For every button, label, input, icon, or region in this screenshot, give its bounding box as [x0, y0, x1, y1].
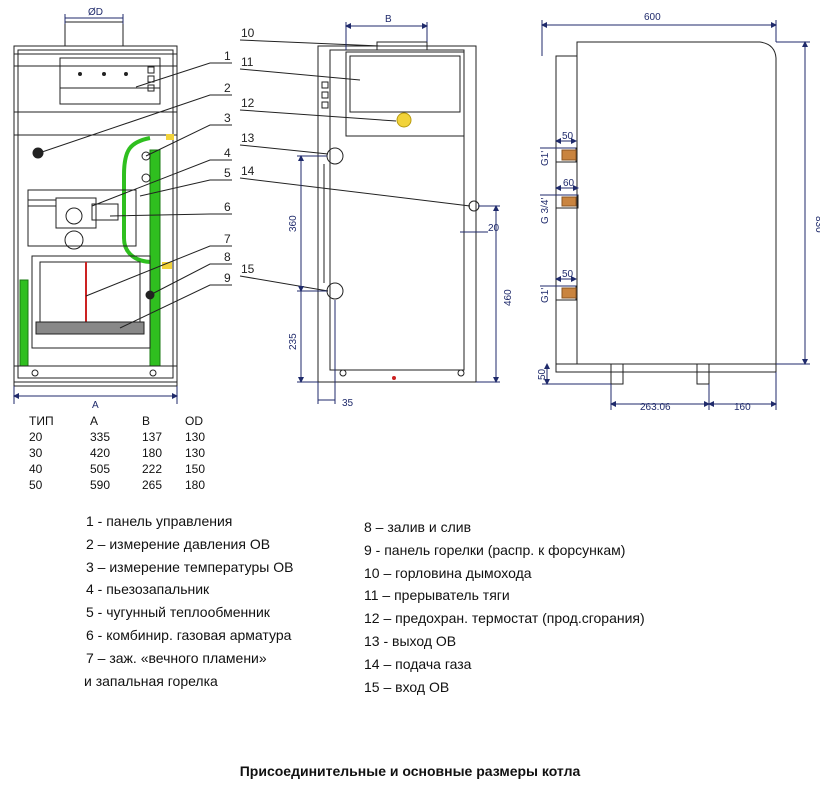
callout-3: 3: [224, 111, 231, 125]
table-cell: 222: [142, 462, 163, 476]
front-view: [13, 14, 178, 387]
table-row: 20 335 137 130: [29, 429, 205, 445]
boiler-drawing: 1 2 3 4 5 6 7 8 9 ØD A: [13, 7, 820, 413]
a-dimension: A: [92, 400, 99, 411]
spec-header-od: OD: [185, 414, 203, 428]
side-dimensions: [540, 20, 810, 410]
table-row: 50 590 265 180: [29, 477, 205, 493]
table-cell: 180: [142, 446, 163, 460]
side-view: [555, 41, 777, 385]
table-row: 40 505 222 150: [29, 461, 205, 477]
dim-263: 263.06: [640, 402, 671, 413]
table-cell: 505: [90, 462, 111, 476]
legend-item: 5 - чугунный теплообменник: [86, 604, 270, 621]
legend-item: 15 – вход ОВ: [364, 678, 450, 695]
thread-g1-low: G1': [540, 288, 551, 303]
front-dimensions: ØD A: [13, 7, 178, 411]
legend-item: 8 – залив и слив: [364, 519, 472, 535]
table-cell: 130: [185, 430, 206, 444]
thread-g1-top: G1': [540, 151, 551, 166]
callout-6: 6: [224, 200, 231, 214]
back-dimensions: [297, 22, 500, 404]
table-cell: 335: [90, 430, 111, 444]
legend-item: 10 – горловина дымохода: [364, 564, 532, 581]
table-cell: 420: [90, 446, 111, 460]
spec-table: ТИП A B OD 20 335 137 130 30 420 180 130…: [29, 413, 205, 493]
callout-leaders: [41, 62, 232, 329]
spec-header-a: A: [90, 414, 99, 428]
dim-60: 60: [563, 178, 575, 189]
dim-50-low: 50: [562, 269, 574, 280]
thread-g34: G 3/4': [540, 198, 551, 224]
spec-header-type: ТИП: [29, 414, 54, 428]
dim-235: 235: [288, 333, 299, 350]
callout-8: 8: [224, 250, 231, 264]
table-cell: 30: [29, 446, 43, 460]
dim-160: 160: [734, 402, 751, 413]
legend-item: 6 - комбинир. газовая арматура: [86, 626, 292, 643]
legend-item: 12 – предохран. термостат (прод.сгорания…: [364, 610, 645, 627]
legend-item: 11 – прерыватель тяги: [364, 587, 510, 604]
dim-20: 20: [488, 223, 500, 234]
table-cell: 50: [29, 478, 43, 492]
callout-15: 15: [241, 262, 255, 276]
callout-5: 5: [224, 166, 231, 180]
dim-460: 460: [503, 289, 514, 306]
callout-10: 10: [241, 26, 255, 40]
legend-item: 9 - панель горелки (распр. к форсункам): [364, 541, 626, 558]
table-cell: 180: [185, 478, 206, 492]
legend-right: 8 – залив и слив 9 - панель горелки (рас…: [364, 516, 645, 698]
dim-50-top: 50: [562, 131, 574, 142]
table-cell: 137: [142, 430, 163, 444]
table-cell: 265: [142, 478, 163, 492]
callout-2: 2: [224, 81, 231, 95]
legend-left: 1 - панель управления 2 – измерение давл…: [84, 510, 294, 692]
callout-12: 12: [241, 96, 255, 110]
callout-13: 13: [241, 131, 255, 145]
od-dimension: ØD: [88, 7, 103, 18]
back-view: [317, 41, 480, 383]
b-dimension: B: [385, 14, 392, 25]
callout-14: 14: [241, 164, 255, 178]
table-cell: 590: [90, 478, 111, 492]
legend-item: 7 – заж. «вечного пламени»: [86, 649, 267, 666]
back-leaders: [239, 39, 471, 292]
callout-7: 7: [224, 232, 231, 246]
table-cell: 150: [185, 462, 206, 476]
table-row: 30 420 180 130: [29, 445, 205, 461]
legend-item: 3 – измерение температуры ОВ: [86, 558, 294, 575]
table-cell: 40: [29, 462, 43, 476]
figure-caption: Присоединительные и основные размеры кот…: [239, 763, 581, 779]
dim-600: 600: [644, 12, 661, 23]
callout-1: 1: [224, 49, 231, 63]
legend-item: 4 - пьезозапальник: [86, 581, 210, 598]
dim-830: 830: [813, 216, 820, 233]
legend-item: 13 - выход ОВ: [364, 632, 457, 649]
legend-item: 14 – подача газа: [364, 655, 472, 672]
callout-4: 4: [224, 146, 231, 160]
dim-50-base: 50: [537, 368, 548, 380]
callout-11: 11: [241, 55, 254, 69]
callout-9: 9: [224, 271, 231, 285]
legend-item: 2 – измерение давления ОВ: [86, 535, 271, 552]
table-cell: 20: [29, 430, 43, 444]
legend-item: 1 - панель управления: [86, 513, 233, 529]
table-cell: 130: [185, 446, 206, 460]
dim-35: 35: [342, 398, 354, 409]
spec-table-header: ТИП A B OD: [29, 413, 205, 429]
spec-header-b: B: [142, 414, 151, 428]
legend-item: и запальная горелка: [84, 672, 218, 689]
dim-360: 360: [288, 215, 299, 232]
